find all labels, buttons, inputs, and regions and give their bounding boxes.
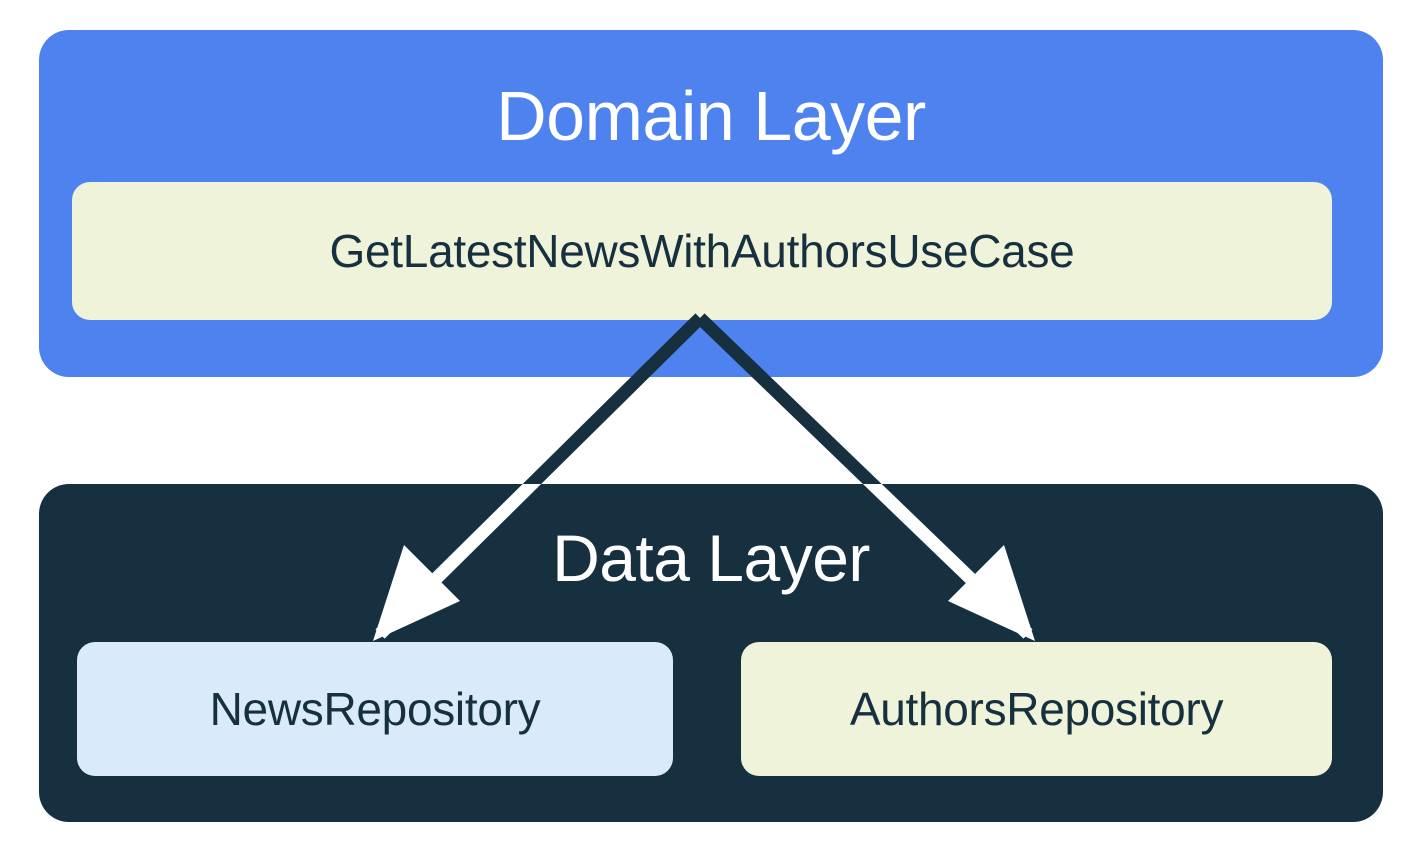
domain-layer-container: Domain Layer GetLatestNewsWithAuthorsUse… — [39, 30, 1383, 377]
node-label-news-repository: NewsRepository — [209, 683, 541, 735]
node-label-authors-repository: AuthorsRepository — [849, 683, 1224, 735]
node-get-latest-news-with-authors-use-case[interactable]: GetLatestNewsWithAuthorsUseCase — [72, 182, 1332, 320]
data-layer-container: Data Layer NewsRepository AuthorsReposit… — [39, 484, 1383, 822]
node-label-use-case: GetLatestNewsWithAuthorsUseCase — [329, 225, 1075, 277]
data-layer-title: Data Layer — [552, 521, 870, 595]
node-news-repository[interactable]: NewsRepository — [77, 642, 673, 776]
domain-layer-title: Domain Layer — [496, 77, 926, 155]
node-authors-repository[interactable]: AuthorsRepository — [741, 642, 1332, 776]
